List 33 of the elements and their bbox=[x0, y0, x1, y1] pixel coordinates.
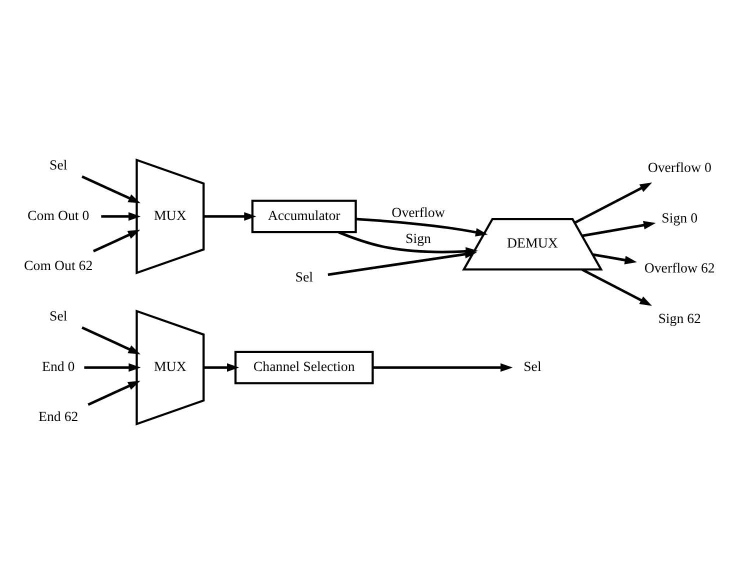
arrow bbox=[204, 362, 240, 372]
node-text: Sel bbox=[295, 270, 313, 285]
node-text: Sel bbox=[50, 308, 68, 324]
arrow bbox=[356, 217, 488, 236]
node-text: Sel bbox=[50, 158, 68, 173]
arrow bbox=[328, 249, 478, 276]
node-text: End 0 bbox=[42, 359, 75, 374]
node-text: End 62 bbox=[38, 410, 78, 425]
arrow bbox=[592, 252, 637, 264]
arrow bbox=[82, 326, 140, 354]
node-text: Com Out 62 bbox=[24, 258, 93, 274]
arrow bbox=[574, 182, 652, 224]
arrow bbox=[92, 229, 140, 252]
arrow bbox=[204, 212, 256, 220]
arrow bbox=[582, 220, 656, 237]
node-text: Sign 0 bbox=[662, 210, 698, 226]
arrow bbox=[372, 362, 513, 372]
arrow bbox=[84, 362, 141, 372]
arrow bbox=[582, 268, 652, 306]
arrow bbox=[101, 212, 141, 220]
node-text: Overflow 62 bbox=[644, 261, 715, 276]
node-text: Com Out 0 bbox=[28, 208, 90, 224]
edge-label: Sign bbox=[406, 232, 431, 247]
node-text: Overflow 0 bbox=[648, 160, 712, 176]
node-box: Accumulator bbox=[251, 199, 357, 233]
node-box: Channel Selection bbox=[234, 350, 374, 384]
node-text: Sign 62 bbox=[658, 312, 702, 327]
arrow bbox=[82, 174, 140, 203]
arrow bbox=[88, 380, 140, 406]
node-text: Sel bbox=[524, 359, 542, 374]
edge-label: Overflow bbox=[392, 206, 445, 221]
node-box: MUX bbox=[136, 158, 205, 274]
node-box: MUX bbox=[136, 309, 205, 425]
